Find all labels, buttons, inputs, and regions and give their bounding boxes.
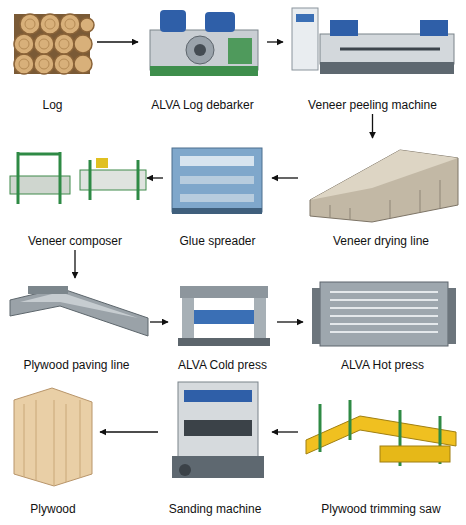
process-step: Sanding machine (160, 378, 270, 516)
step-label: Veneer composer (28, 234, 122, 248)
step-label: ALVA Hot press (341, 358, 424, 372)
process-step: ALVA Log debarker (140, 3, 265, 112)
process-step: Veneer composer (5, 140, 145, 248)
process-step: ALVA Cold press (170, 278, 275, 372)
flow-arrow (267, 41, 283, 42)
process-step: Veneer peeling machine (285, 3, 460, 112)
hot-press (312, 282, 456, 346)
process-step: ALVA Hot press (305, 278, 460, 372)
step-label: Plywood trimming saw (321, 502, 440, 516)
step-label: Plywood (30, 502, 75, 516)
process-step: Plywood trimming saw (300, 395, 462, 516)
flow-arrow (277, 321, 303, 322)
flow-arrow (150, 321, 168, 322)
peeling-machine (292, 8, 454, 74)
plywood-stack (14, 388, 92, 486)
flow-arrow (97, 41, 138, 42)
flow-arrow (100, 431, 158, 432)
process-step: Glue spreader (165, 140, 270, 248)
trimming-saw (306, 400, 456, 466)
step-label: Plywood paving line (23, 358, 129, 372)
step-label: ALVA Cold press (178, 358, 267, 372)
debarker-machine (150, 10, 258, 76)
process-step: Plywood (8, 380, 98, 516)
step-label: Glue spreader (179, 234, 255, 248)
step-label: Veneer peeling machine (308, 98, 437, 112)
process-step: Plywood paving line (5, 280, 148, 372)
step-label: ALVA Log debarker (151, 98, 253, 112)
veneer-composer (10, 152, 146, 204)
drying-line (310, 150, 458, 222)
flow-arrow (272, 177, 298, 178)
flow-arrow (147, 177, 163, 178)
cold-press (178, 286, 270, 346)
flow-arrow (372, 114, 373, 138)
step-label: Log (42, 98, 62, 112)
step-label: Sanding machine (169, 502, 262, 516)
glue-spreader (172, 148, 262, 214)
flow-arrow (272, 431, 298, 432)
process-step: Veneer drying line (300, 140, 462, 248)
process-step: Log (10, 5, 95, 112)
step-label: Veneer drying line (333, 234, 429, 248)
log-pile (14, 14, 94, 74)
flow-arrow (74, 250, 75, 278)
paving-line (10, 286, 148, 336)
sanding-machine (172, 382, 264, 478)
